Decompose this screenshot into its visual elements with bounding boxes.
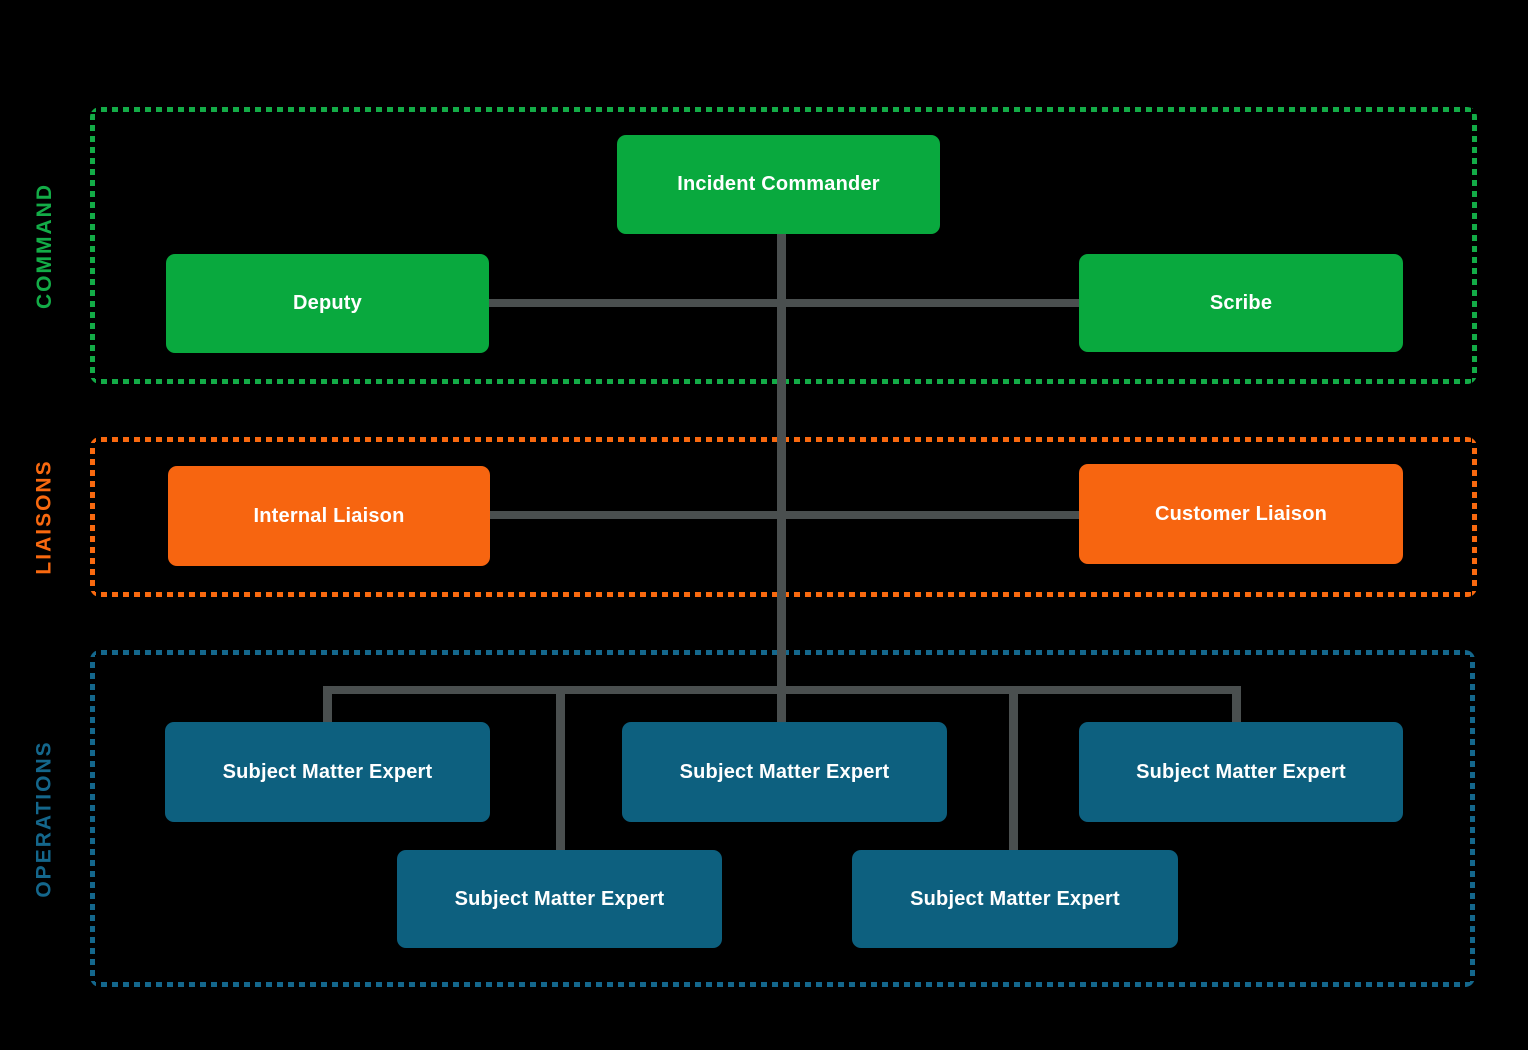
internal-liaison-label: Internal Liaison	[253, 504, 405, 527]
connector-drop-sme-5	[1009, 686, 1018, 852]
customer-liaison-label: Customer Liaison	[1154, 502, 1328, 525]
subject-matter-expert-label-1: Subject Matter Expert	[222, 760, 433, 783]
connector-drop-sme-1	[323, 686, 332, 724]
connector-drop-sme-3	[1232, 686, 1241, 724]
liaisons-section-label-text: LIAISONS	[33, 459, 56, 575]
internal-liaison-node: Internal Liaison	[168, 466, 490, 566]
subject-matter-expert-label-4: Subject Matter Expert	[454, 887, 665, 910]
incident-commander-node: Incident Commander	[617, 135, 940, 234]
subject-matter-expert-node-1: Subject Matter Expert	[165, 722, 490, 822]
connector-commander-vertical	[777, 234, 786, 722]
connector-deputy-scribe	[489, 299, 1079, 307]
deputy-label: Deputy	[293, 292, 362, 314]
operations-section-label: OPERATIONS	[0, 650, 90, 987]
deputy-node: Deputy	[166, 254, 489, 353]
subject-matter-expert-label-2: Subject Matter Expert	[679, 760, 890, 783]
scribe-label: Scribe	[1209, 291, 1273, 314]
connector-liaisons-horizontal	[489, 511, 1079, 519]
scribe-node: Scribe	[1079, 254, 1403, 352]
subject-matter-expert-label-5: Subject Matter Expert	[910, 887, 1120, 910]
subject-matter-expert-node-4: Subject Matter Expert	[397, 850, 722, 948]
liaisons-section-label: LIAISONS	[0, 437, 90, 597]
command-section-label: COMMAND	[0, 107, 90, 384]
command-section-label-text: COMMAND	[33, 182, 57, 309]
operations-section-label-text: OPERATIONS	[33, 739, 57, 898]
incident-commander-label: Incident Commander	[677, 173, 880, 195]
subject-matter-expert-node-5: Subject Matter Expert	[852, 850, 1178, 948]
customer-liaison-node: Customer Liaison	[1079, 464, 1403, 564]
connector-operations-bar	[323, 686, 1241, 694]
subject-matter-expert-node-2: Subject Matter Expert	[622, 722, 947, 822]
connector-drop-sme-4	[556, 686, 565, 852]
subject-matter-expert-node-3: Subject Matter Expert	[1079, 722, 1403, 822]
subject-matter-expert-label-3: Subject Matter Expert	[1136, 760, 1346, 783]
